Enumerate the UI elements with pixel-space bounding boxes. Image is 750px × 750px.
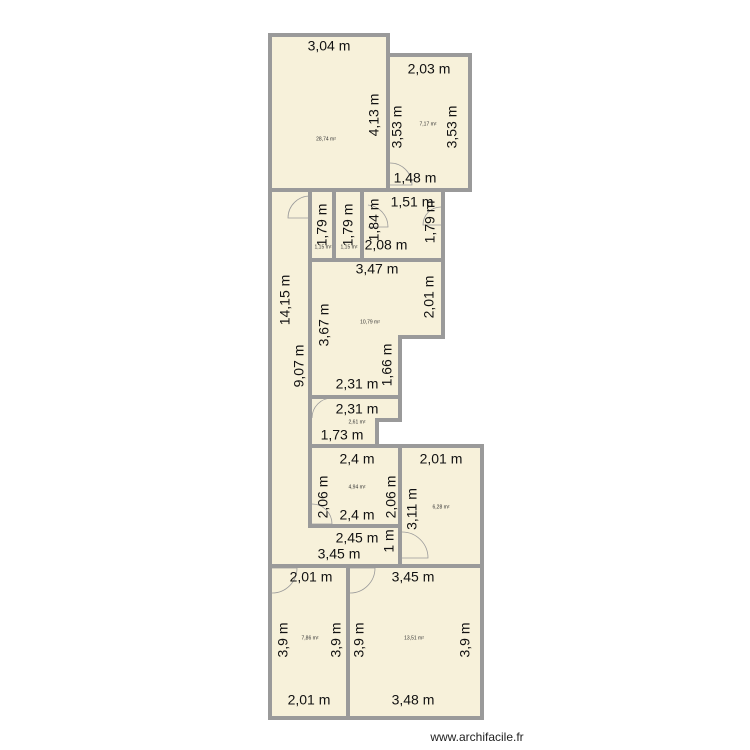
dimension-label: 2,45 m (336, 530, 379, 546)
dimension-label: 2,31 m (336, 376, 379, 392)
area-label: 1,15 m² (341, 244, 358, 250)
area-label: 7,17 m² (420, 121, 437, 127)
dimension-label: 3,11 m (404, 488, 420, 530)
door-arc[interactable] (271, 567, 298, 594)
door-arc[interactable] (389, 162, 413, 186)
area-label: 28,74 m² (316, 136, 336, 142)
dimension-label: 2,01 m (290, 569, 333, 585)
dimension-label: 2,31 m (336, 401, 379, 417)
area-labels: 28,74 m² 7,17 m² 1,15 m² 1,15 m² 10,79 m² 2,6… (302, 121, 450, 641)
area-label: 10,79 m² (360, 319, 380, 325)
dimension-label: 1,79 m (314, 204, 330, 247)
dimension-label: 3,67 m (316, 304, 332, 347)
door-arc[interactable] (422, 206, 442, 226)
dimension-label: 3,9 m (275, 622, 291, 657)
dimension-label: 1,84 m (366, 199, 382, 242)
dimension-label: 1 m (381, 529, 397, 552)
door-arc[interactable] (349, 567, 376, 594)
area-label: 1,15 m² (315, 244, 332, 250)
dimension-label: 2,06 m (383, 476, 399, 519)
dimension-label: 2,08 m (365, 237, 408, 253)
dimension-label: 2,06 m (315, 476, 331, 519)
area-label: 6,28 m² (433, 504, 450, 510)
area-label: 13,51 m² (404, 635, 424, 641)
room-7-17[interactable] (386, 53, 472, 192)
dimension-label: 3,9 m (457, 622, 473, 657)
dimension-label: 1,48 m (394, 170, 437, 186)
dimension-label: 3,53 m (389, 106, 405, 149)
dimension-label: 3,9 m (328, 622, 344, 657)
area-label: 2,61 m² (349, 419, 366, 425)
watermark: www.archifacile.fr (429, 730, 523, 744)
dimension-label: 1,51 m (391, 194, 434, 210)
dimension-label: 3,45 m (392, 569, 435, 585)
door-arc[interactable] (401, 531, 429, 559)
door-arc[interactable] (311, 503, 333, 525)
rooms (268, 33, 484, 720)
doors (271, 162, 442, 594)
dimension-label: 3,48 m (392, 692, 435, 708)
dimension-label: 2,01 m (421, 276, 437, 319)
room-13-51[interactable] (346, 564, 484, 720)
dimension-label: 1,79 m (340, 204, 356, 247)
dimension-label: 1,73 m (321, 427, 364, 443)
dimension-label: 3,04 m (308, 38, 351, 54)
door-arc[interactable] (367, 204, 389, 228)
dimension-label: 2,4 m (339, 451, 374, 467)
area-label: 7,86 m² (302, 635, 319, 641)
area-label: 4,94 m² (349, 484, 366, 490)
dimension-label: 2,4 m (339, 507, 374, 523)
dimension-label: 3,47 m (356, 261, 399, 277)
door-arc[interactable] (311, 397, 333, 419)
dimension-label: 3,9 m (351, 622, 367, 657)
dimension-label: 4,13 m (366, 94, 382, 137)
door-arc[interactable] (287, 195, 311, 219)
dimension-label: 9,07 m (291, 345, 307, 388)
dimension-label: 14,15 m (277, 275, 293, 326)
dimension-label: 2,01 m (420, 451, 463, 467)
dimension-label: 1,66 m (379, 344, 395, 387)
dimension-label: 2,03 m (408, 61, 451, 77)
dimension-labels: 3,04 m 2,03 m 4,13 m 3,53 m 3,53 m 1,48 m 1,51… (275, 38, 473, 708)
dimension-label: 1,79 m (422, 201, 438, 244)
dimension-label: 3,53 m (444, 106, 460, 149)
dimension-label: 2,01 m (288, 692, 331, 708)
dimension-label: 3,45 m (318, 546, 361, 562)
